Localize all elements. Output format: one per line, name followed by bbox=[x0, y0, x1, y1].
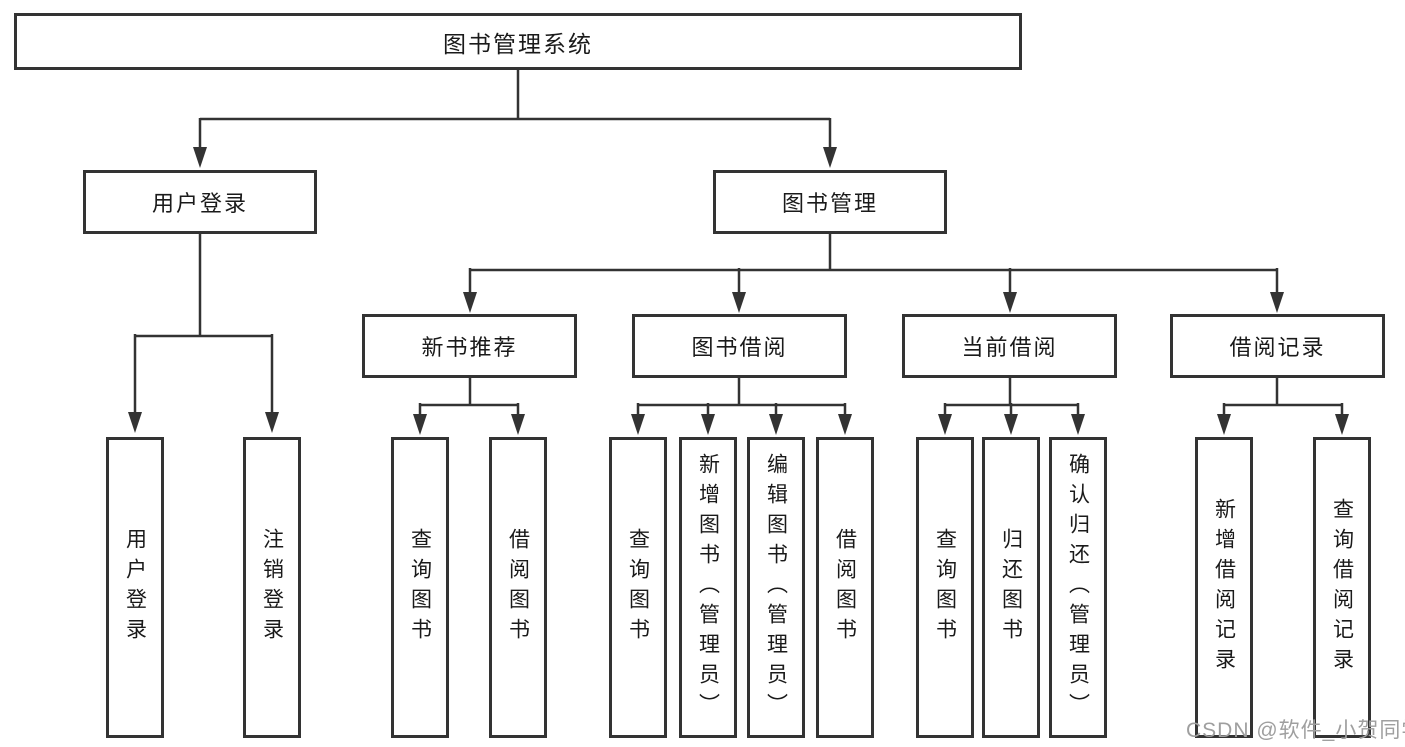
node-new-book-recommend: 新书推荐 bbox=[362, 314, 577, 378]
node-label: 新增借阅记录 bbox=[1212, 497, 1236, 678]
node-label: 当前借阅 bbox=[961, 335, 1058, 360]
node-label: 新增图书（管理员） bbox=[696, 452, 720, 723]
node-label: 注销登录 bbox=[260, 527, 284, 648]
node-current-borrowing: 当前借阅 bbox=[902, 314, 1117, 378]
leaf-return-books: 归还图书 bbox=[982, 437, 1040, 738]
node-user-login: 用户登录 bbox=[83, 170, 317, 234]
leaf-add-books-admin: 新增图书（管理员） bbox=[679, 437, 737, 738]
leaf-query-books-current: 查询图书 bbox=[916, 437, 974, 738]
node-label: 图书管理系统 bbox=[443, 30, 593, 57]
node-label: 确认归还（管理员） bbox=[1066, 452, 1090, 723]
node-label: 图书管理 bbox=[781, 191, 878, 216]
node-label: 新书推荐 bbox=[421, 335, 518, 360]
node-label: 图书借阅 bbox=[691, 335, 788, 360]
csdn-watermark: CSDN @软件_小贺同学 bbox=[1186, 719, 1405, 742]
node-label: 归还图书 bbox=[999, 527, 1023, 648]
node-borrowing-records: 借阅记录 bbox=[1170, 314, 1385, 378]
leaf-logout: 注销登录 bbox=[243, 437, 301, 738]
leaf-query-borrow-record: 查询借阅记录 bbox=[1313, 437, 1371, 738]
node-label: 编辑图书（管理员） bbox=[764, 452, 788, 723]
node-library-management-system: 图书管理系统 bbox=[14, 13, 1022, 70]
leaf-user-login: 用户登录 bbox=[106, 437, 164, 738]
leaf-add-borrow-record: 新增借阅记录 bbox=[1195, 437, 1253, 738]
leaf-edit-books-admin: 编辑图书（管理员） bbox=[747, 437, 805, 738]
leaf-borrow-books-recommend: 借阅图书 bbox=[489, 437, 547, 738]
leaf-query-books-recommend: 查询图书 bbox=[391, 437, 449, 738]
leaf-confirm-return-admin: 确认归还（管理员） bbox=[1049, 437, 1107, 738]
node-label: 借阅图书 bbox=[833, 527, 857, 648]
node-label: 查询借阅记录 bbox=[1330, 497, 1354, 678]
leaf-query-books-borrowing: 查询图书 bbox=[609, 437, 667, 738]
node-label: 查询图书 bbox=[933, 527, 957, 648]
node-label: 用户登录 bbox=[123, 527, 147, 648]
node-book-management: 图书管理 bbox=[713, 170, 947, 234]
leaf-borrow-books: 借阅图书 bbox=[816, 437, 874, 738]
node-book-borrowing: 图书借阅 bbox=[632, 314, 847, 378]
node-label: 查询图书 bbox=[408, 527, 432, 648]
node-label: 借阅记录 bbox=[1229, 335, 1326, 360]
node-label: 借阅图书 bbox=[506, 527, 530, 648]
node-label: 查询图书 bbox=[626, 527, 650, 648]
node-label: 用户登录 bbox=[151, 191, 248, 216]
